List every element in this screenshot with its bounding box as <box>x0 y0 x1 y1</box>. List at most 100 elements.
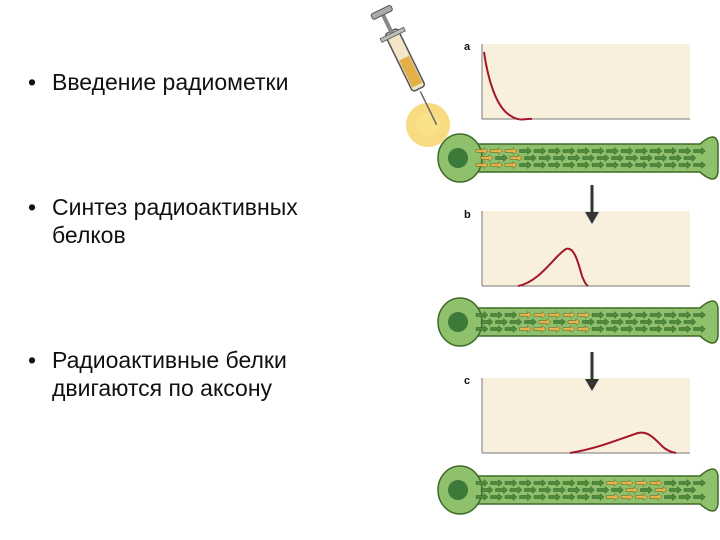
radioactive-protein-arrow <box>649 493 663 501</box>
protein-arrow <box>620 147 634 155</box>
protein-arrow <box>611 486 624 494</box>
protein-arrow <box>625 318 639 326</box>
protein-arrow <box>664 479 677 487</box>
protein-arrow <box>519 479 532 487</box>
protein-arrow <box>606 311 619 319</box>
protein-arrow <box>649 325 663 333</box>
peak-curve <box>517 247 589 287</box>
protein-arrow <box>693 325 706 333</box>
protein-arrow <box>620 161 634 169</box>
protein-arrow <box>524 486 537 494</box>
protein-arrow <box>495 486 508 494</box>
nucleus <box>448 312 468 332</box>
panel-c: c <box>464 375 690 454</box>
bullet-dot: • <box>28 194 37 220</box>
protein-arrow <box>519 161 532 169</box>
plot-area <box>482 211 690 286</box>
protein-arrow <box>635 311 648 319</box>
radioactive-protein-arrow <box>504 147 518 155</box>
protein-arrow <box>490 493 503 501</box>
protein-arrow <box>664 311 677 319</box>
protein-arrow <box>664 325 677 333</box>
radioactive-protein-arrow <box>475 147 489 155</box>
protein-arrow <box>475 311 489 319</box>
panel-a: a <box>464 41 690 121</box>
panel-label: b <box>464 209 471 221</box>
protein-arrow <box>683 486 697 494</box>
protein-arrow <box>683 318 697 326</box>
protein-arrow <box>577 479 590 487</box>
radioactive-protein-arrow <box>504 161 518 169</box>
protein-arrow <box>495 154 508 162</box>
protein-arrow <box>596 486 610 494</box>
protein-arrow <box>553 486 566 494</box>
protein-arrow <box>582 154 595 162</box>
axon <box>437 465 719 515</box>
protein-arrow <box>577 147 590 155</box>
protein-arrow <box>524 154 537 162</box>
protein-arrow <box>548 161 561 169</box>
protein-arrow <box>596 318 610 326</box>
axonal-transport-figure: a b c <box>370 5 719 515</box>
protein-arrow <box>504 479 518 487</box>
protein-arrow <box>538 154 552 162</box>
protein-arrow <box>553 318 566 326</box>
protein-arrow <box>591 325 605 333</box>
protein-arrow <box>678 161 692 169</box>
protein-arrow <box>664 493 677 501</box>
protein-arrow <box>625 154 639 162</box>
protein-arrow <box>654 154 668 162</box>
protein-arrow <box>533 147 547 155</box>
protein-arrow <box>611 318 624 326</box>
radioactive-protein-arrow <box>480 154 494 162</box>
protein-arrow <box>669 154 682 162</box>
protein-arrow <box>562 479 576 487</box>
protein-arrow <box>606 325 619 333</box>
protein-arrow <box>582 486 595 494</box>
bullet-dot: • <box>28 69 37 95</box>
protein-arrow <box>693 311 706 319</box>
protein-arrow <box>664 147 677 155</box>
bullet-text: Введение радиометки <box>52 69 289 95</box>
radioactive-protein-arrow <box>620 479 634 487</box>
radioactive-protein-arrow <box>649 479 663 487</box>
panel-label: c <box>464 375 470 387</box>
bullet-dot: • <box>28 347 37 373</box>
protein-arrow <box>533 479 547 487</box>
axon <box>437 133 719 183</box>
protein-arrow <box>606 161 619 169</box>
protein-arrow <box>480 486 494 494</box>
protein-arrow <box>649 147 663 155</box>
protein-arrow <box>678 311 692 319</box>
protein-arrow <box>635 325 648 333</box>
protein-arrow <box>475 479 489 487</box>
protein-arrow <box>640 318 653 326</box>
protein-arrow <box>567 486 581 494</box>
protein-arrow <box>678 493 692 501</box>
radioactive-protein-arrow <box>620 493 634 501</box>
radioactive-protein-arrow <box>654 486 668 494</box>
bullet-text: Синтез радиоактивных белков <box>52 194 298 248</box>
radioactive-protein-arrow <box>475 161 489 169</box>
plot-area <box>482 44 690 119</box>
protein-arrow <box>591 147 605 155</box>
protein-arrow <box>533 161 547 169</box>
protein-arrow <box>693 161 706 169</box>
radioactive-protein-arrow <box>562 325 576 333</box>
radioactive-protein-arrow <box>577 325 590 333</box>
protein-arrow <box>678 479 692 487</box>
protein-arrow <box>669 318 682 326</box>
nucleus <box>448 148 468 168</box>
protein-arrow <box>509 318 523 326</box>
protein-arrow <box>649 311 663 319</box>
protein-arrow <box>577 493 590 501</box>
radioactive-protein-arrow <box>538 318 552 326</box>
radioactive-protein-arrow <box>625 486 639 494</box>
glow-core <box>416 113 440 137</box>
protein-arrow <box>591 493 605 501</box>
protein-arrow <box>620 311 634 319</box>
protein-arrow <box>519 147 532 155</box>
protein-arrow <box>591 161 605 169</box>
protein-arrow <box>635 161 648 169</box>
protein-arrow <box>490 325 503 333</box>
